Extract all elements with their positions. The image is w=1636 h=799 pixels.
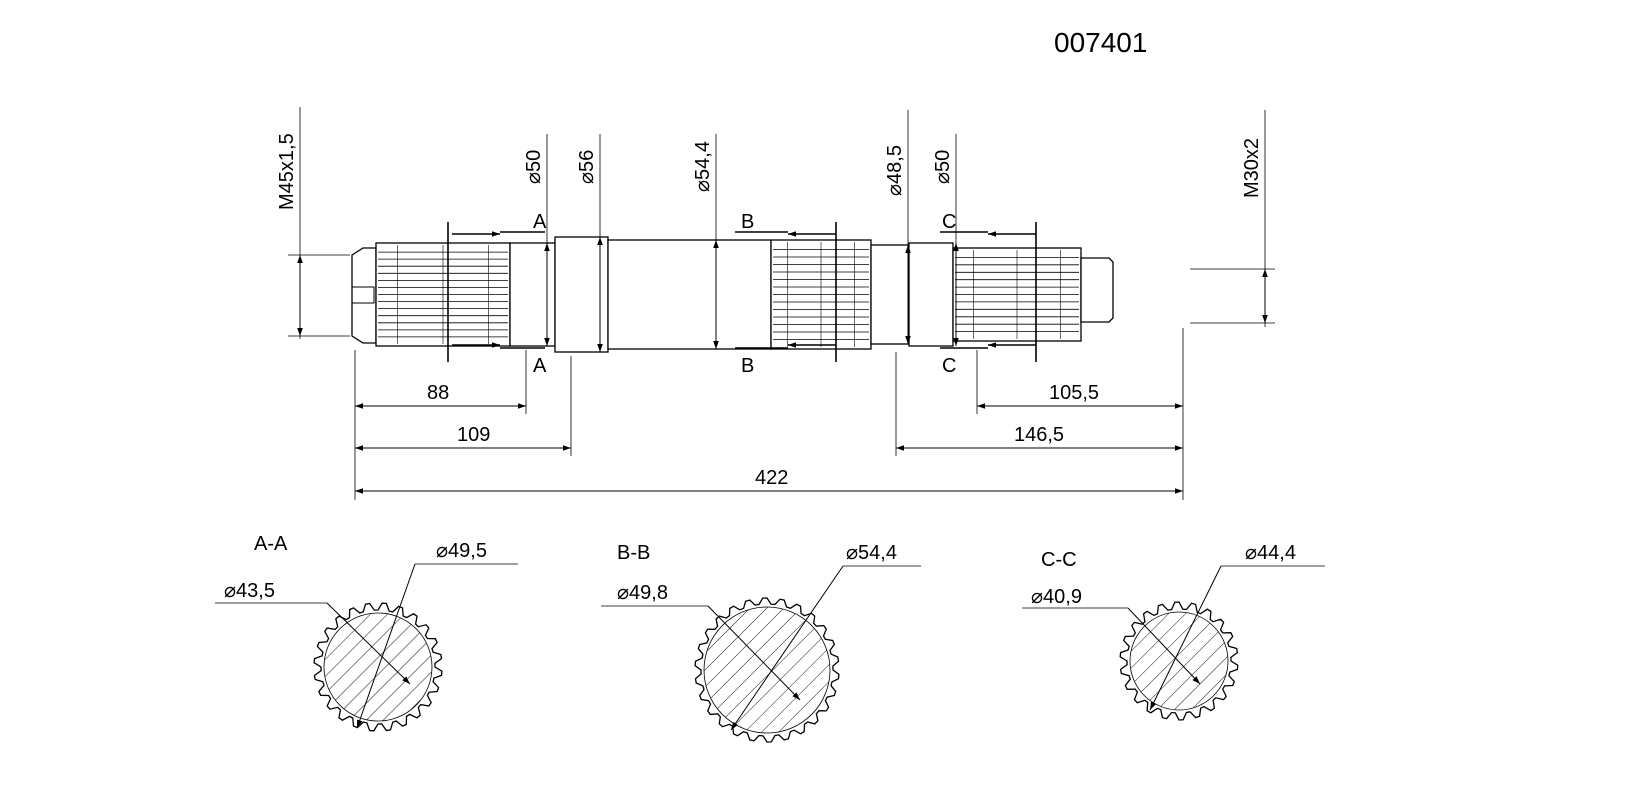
section-c-c: C-C ⌀40,9 ⌀44,4 <box>1022 542 1325 721</box>
left-spline-teeth <box>378 245 508 344</box>
left-thread-end <box>351 247 377 344</box>
length-dimensions: 88 109 422 105,5 146,5 <box>354 328 1184 500</box>
ring-a <box>509 242 556 347</box>
length-109-label: 109 <box>457 424 490 446</box>
section-b-b: B-B ⌀49,8 ⌀54,4 <box>601 542 921 743</box>
dia-50-left-label: ⌀50 <box>523 150 545 184</box>
length-105-5-label: 105,5 <box>1049 382 1099 404</box>
section-a-a: A-A ⌀43,5 ⌀49,5 <box>215 533 518 732</box>
section-mark-b-top: B <box>741 211 754 233</box>
section-c-c-outer-dia: ⌀44,4 <box>1245 542 1296 564</box>
section-b-b-title: B-B <box>617 542 650 564</box>
section-mark-a-bottom: A <box>533 355 547 377</box>
section-mark-c-top: C <box>942 211 956 233</box>
section-mark-c-bottom: C <box>942 355 956 377</box>
middle-spline-teeth <box>773 242 869 347</box>
neck-d48-5 <box>870 244 910 345</box>
right-spline-teeth <box>955 250 1079 339</box>
length-422-label: 422 <box>755 467 788 489</box>
section-c-c-hatch <box>1129 611 1229 711</box>
dia-56-label: ⌀56 <box>576 150 598 184</box>
section-a-a-title: A-A <box>254 533 288 555</box>
left-slot <box>351 286 375 304</box>
dia-48-5-label: ⌀48,5 <box>884 145 906 196</box>
ring-d50 <box>908 242 954 347</box>
diameter-dimensions: M45x1,5 ⌀50 ⌀56 ⌀54,4 ⌀48,5 ⌀50 M30x2 <box>276 107 1275 352</box>
section-c-c-title: C-C <box>1041 549 1077 571</box>
section-cut-markers: A A B B C C <box>447 211 1037 377</box>
section-b-b-outer-dia: ⌀54,4 <box>846 542 897 564</box>
right-thread-stub <box>1080 257 1114 323</box>
section-c-c-inner-dia: ⌀40,9 <box>1031 586 1082 608</box>
thread-left-label: M45x1,5 <box>276 133 298 210</box>
thread-right-label: M30x2 <box>1241 138 1263 198</box>
section-a-a-outer-dia: ⌀49,5 <box>436 540 487 562</box>
section-a-a-hatch <box>323 612 433 722</box>
central-section <box>607 239 772 350</box>
length-146-5-label: 146,5 <box>1014 424 1064 446</box>
section-a-a-inner-dia: ⌀43,5 <box>224 580 275 602</box>
dia-50-right-label: ⌀50 <box>932 150 954 184</box>
shaft <box>351 236 1114 353</box>
section-mark-b-bottom: B <box>741 355 754 377</box>
dia-54-4-label: ⌀54,4 <box>692 141 714 192</box>
part-number: 007401 <box>1054 27 1147 58</box>
section-b-b-inner-dia: ⌀49,8 <box>617 582 668 604</box>
section-mark-a-top: A <box>533 211 547 233</box>
section-b-b-hatch <box>703 606 831 734</box>
length-88-label: 88 <box>427 382 449 404</box>
